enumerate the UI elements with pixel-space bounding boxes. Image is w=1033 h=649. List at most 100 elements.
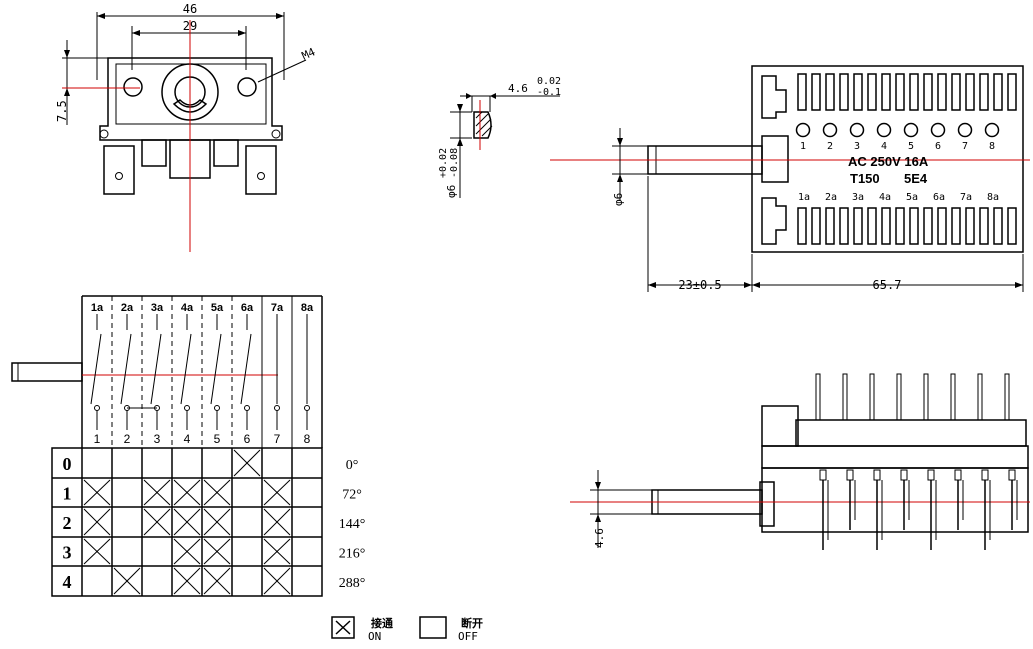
on-mark [83,538,111,565]
top-terminal-label: 6 [935,141,941,152]
terminal-pin [869,373,875,421]
lower-tab [1008,469,1016,481]
top-slot [881,73,891,111]
contact-arm [120,333,132,405]
top-slot [895,73,905,111]
bottom-slot [1007,207,1017,245]
on-mark [143,479,171,506]
model-label: T150 [850,171,880,186]
position-angle: 0° [346,458,359,473]
on-mark [263,508,291,536]
top-slot [979,73,989,111]
dim-height: 7.5 [55,100,69,122]
terminal-pin [896,373,902,421]
bottom-terminal-label: 5a [906,192,918,203]
dia-tol-lower: -0.08 [449,148,460,178]
column-header-bottom: 7 [274,432,281,446]
top-slot [1007,73,1017,111]
top-slot [993,73,1003,111]
legend-on-en: ON [368,630,381,643]
bottom-slot [853,207,863,245]
bottom-slot [881,207,891,245]
column-header-top: 6a [241,302,254,314]
column-header-bottom: 8 [304,432,311,446]
top-slot [965,73,975,111]
terminal-pin [950,373,956,421]
dim-overall-width: 46 [183,2,197,16]
column-header-bottom: 5 [214,432,221,446]
position-number: 2 [63,513,72,533]
bottom-slot [923,207,933,245]
top-slot [951,73,961,111]
position-angle: 72° [342,488,362,503]
flat-tol-upper: 0.02 [537,76,561,87]
contact-point [94,405,100,411]
bottom-view: 4.6 [570,373,1030,550]
rating-label: AC 250V 16A [848,154,929,169]
position-angle: 288° [339,576,366,591]
top-slot [909,73,919,111]
column-header-top: 5a [211,302,224,314]
lower-tab [981,469,989,481]
bottom-slot [825,207,835,245]
legend: 接通 ON 断开 OFF [331,616,483,643]
bottom-slot [951,207,961,245]
terminal-hole [984,122,1000,138]
bottom-slot [979,207,989,245]
terminal-hole [903,122,919,138]
on-mark [263,538,291,565]
bottom-terminal-label: 3a [852,192,864,203]
on-mark [83,479,111,506]
position-number: 4 [63,572,72,592]
column-header-bottom: 1 [94,432,101,446]
on-mark [143,508,171,536]
top-slot [811,73,821,111]
position-number: 0 [63,454,72,474]
terminal-hole [822,122,838,138]
on-mark [83,508,111,536]
on-mark [173,508,201,536]
terminal-pin [977,373,983,421]
position-number: 3 [63,543,72,563]
column-header-top: 2a [121,302,134,314]
terminal-pin [842,373,848,421]
bottom-slot [811,207,821,245]
terminal-hole [957,122,973,138]
lower-tab [900,469,908,481]
top-slot [937,73,947,111]
front-view: 46 29 7.5 M4 [55,2,318,252]
legend-on-cn: 接通 [371,616,393,630]
column-header-top: 8a [301,302,314,314]
flat-dim: 4.6 [508,82,528,95]
contact-point [184,405,190,411]
on-mark [113,567,141,595]
bottom-slot [909,207,919,245]
top-terminal-label: 7 [962,141,968,152]
top-terminal-label: 8 [989,141,995,152]
contact-point [244,405,250,411]
top-slot [853,73,863,111]
terminal-hole [849,122,865,138]
legend-off-cn: 断开 [461,616,483,630]
on-mark [203,479,231,506]
contact-arm [180,333,192,405]
lower-tab [846,469,854,481]
bottom-slot [839,207,849,245]
terminal-hole [876,122,892,138]
bottom-slot [867,207,877,245]
flat-tol-lower: -0.1 [537,87,561,98]
bottom-slot [965,207,975,245]
position-angle: 144° [339,517,366,532]
dia-tol-upper: +0.02 [438,148,449,178]
bottom-terminal-label: 2a [825,192,837,203]
top-slot [825,73,835,111]
bottom-terminal-label: 7a [960,192,972,203]
terminal-pin [815,373,821,421]
code-label: 5E4 [904,171,928,186]
on-mark [173,538,201,565]
contact-point [304,405,310,411]
on-mark [233,449,261,477]
bottom-terminal-label: 8a [987,192,999,203]
